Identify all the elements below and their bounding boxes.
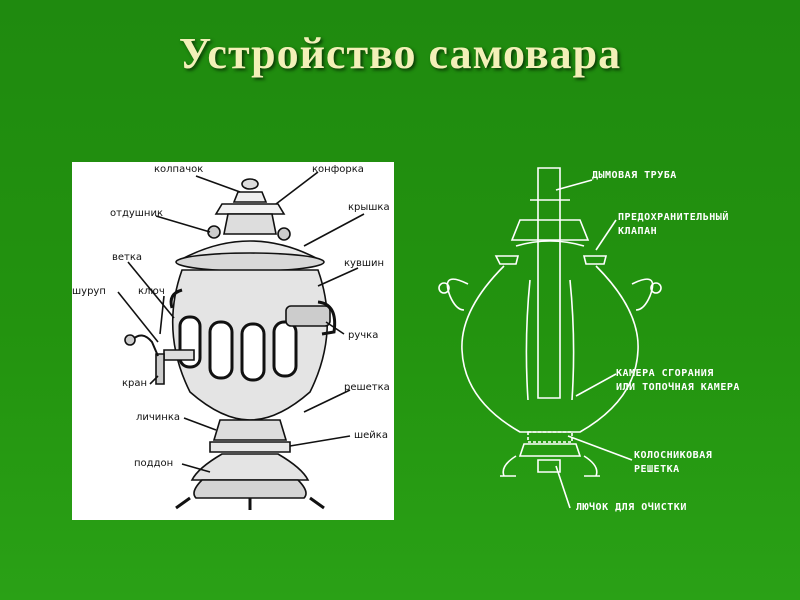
label-dymovaya-truba: ДЫМОВАЯ ТРУБА	[592, 170, 677, 181]
label-reshetka-caps: РЕШЕТКА	[634, 464, 680, 475]
label-otdushnik: отдушник	[110, 208, 164, 219]
label-klyuch: ключ	[138, 286, 165, 297]
label-vetka: ветка	[112, 252, 143, 263]
label-kran: кран	[122, 378, 148, 389]
label-kuvshin: кувшин	[344, 258, 385, 269]
label-ruchka: ручка	[348, 330, 379, 341]
schematic-outline	[438, 167, 662, 509]
samovar-labeled-diagram: колпачок конфорка отдушник крышка ветка …	[72, 162, 394, 520]
label-lyuchok: ЛЮЧОК ДЛЯ ОЧИСТКИ	[576, 502, 687, 513]
samovar-schematic: ДЫМОВАЯ ТРУБА ПРЕДОХРАНИТЕЛЬНЫЙ КЛАПАН К…	[420, 160, 800, 530]
label-kolosnikovaya: КОЛОСНИКОВАЯ	[634, 450, 713, 461]
label-topochnaya-kamera: ИЛИ ТОПОЧНАЯ КАМЕРА	[616, 382, 740, 393]
label-konforka: конфорка	[312, 164, 364, 175]
label-kolpachok: колпачок	[154, 164, 204, 175]
label-klapan: КЛАПАН	[618, 226, 658, 237]
label-kryshka: крышка	[348, 202, 390, 213]
label-kamera-sgoraniya: КАМЕРА СГОРАНИЯ	[616, 368, 714, 379]
samovar-illustration	[117, 171, 365, 510]
label-poddon: поддон	[134, 458, 174, 469]
label-lichinka: личинка	[136, 412, 181, 423]
label-predohranitelny: ПРЕДОХРАНИТЕЛЬНЫЙ	[618, 212, 729, 223]
label-shurup: шуруп	[72, 286, 106, 297]
label-sheyka: шейка	[354, 430, 388, 441]
label-reshetka: решетка	[344, 382, 390, 393]
slide-title: Устройство самовара	[178, 29, 622, 78]
